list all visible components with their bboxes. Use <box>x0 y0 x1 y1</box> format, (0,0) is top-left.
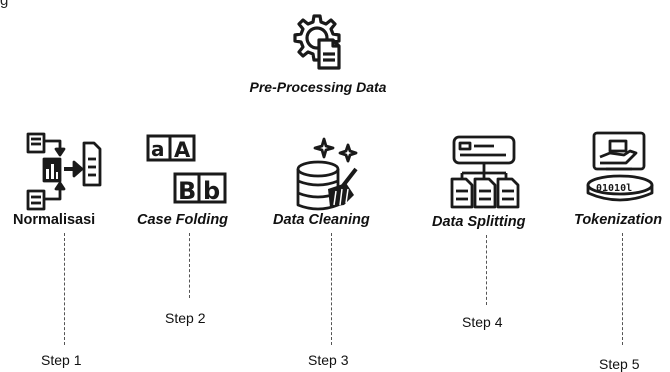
svg-text:B: B <box>178 177 196 205</box>
connector-line <box>331 233 332 345</box>
letter-case-icon: a A B b <box>143 130 233 212</box>
database-broom-icon <box>290 133 374 215</box>
svg-text:b: b <box>203 177 220 205</box>
step-label-normalisasi: Normalisasi <box>13 212 96 228</box>
step-label-data-cleaning: Data Cleaning <box>273 212 370 228</box>
connector-line <box>189 233 190 298</box>
step-number: Step 1 <box>41 352 82 368</box>
step-label-tokenization: Tokenization <box>574 212 663 228</box>
top-text-fragment: g <box>0 0 9 9</box>
step-number: Step 2 <box>165 310 206 326</box>
step-number: Step 4 <box>462 314 503 330</box>
step-label-data-splitting: Data Splitting <box>432 214 526 230</box>
svg-text:A: A <box>174 138 191 162</box>
connector-line <box>486 235 487 305</box>
connector-line <box>622 233 623 345</box>
step-label-case-folding: Case Folding <box>137 212 229 228</box>
server-split-icon <box>444 131 526 213</box>
token-hand-icon: 01010l <box>580 127 664 211</box>
connector-line <box>64 233 65 345</box>
step-number: Step 3 <box>308 352 349 368</box>
diagram-title: Pre-Processing Data <box>249 79 387 95</box>
step-number: Step 5 <box>599 356 640 372</box>
svg-text:01010l: 01010l <box>596 183 632 194</box>
document-flow-icon <box>22 129 104 213</box>
gear-document-icon <box>283 10 353 74</box>
svg-text:a: a <box>151 137 165 161</box>
